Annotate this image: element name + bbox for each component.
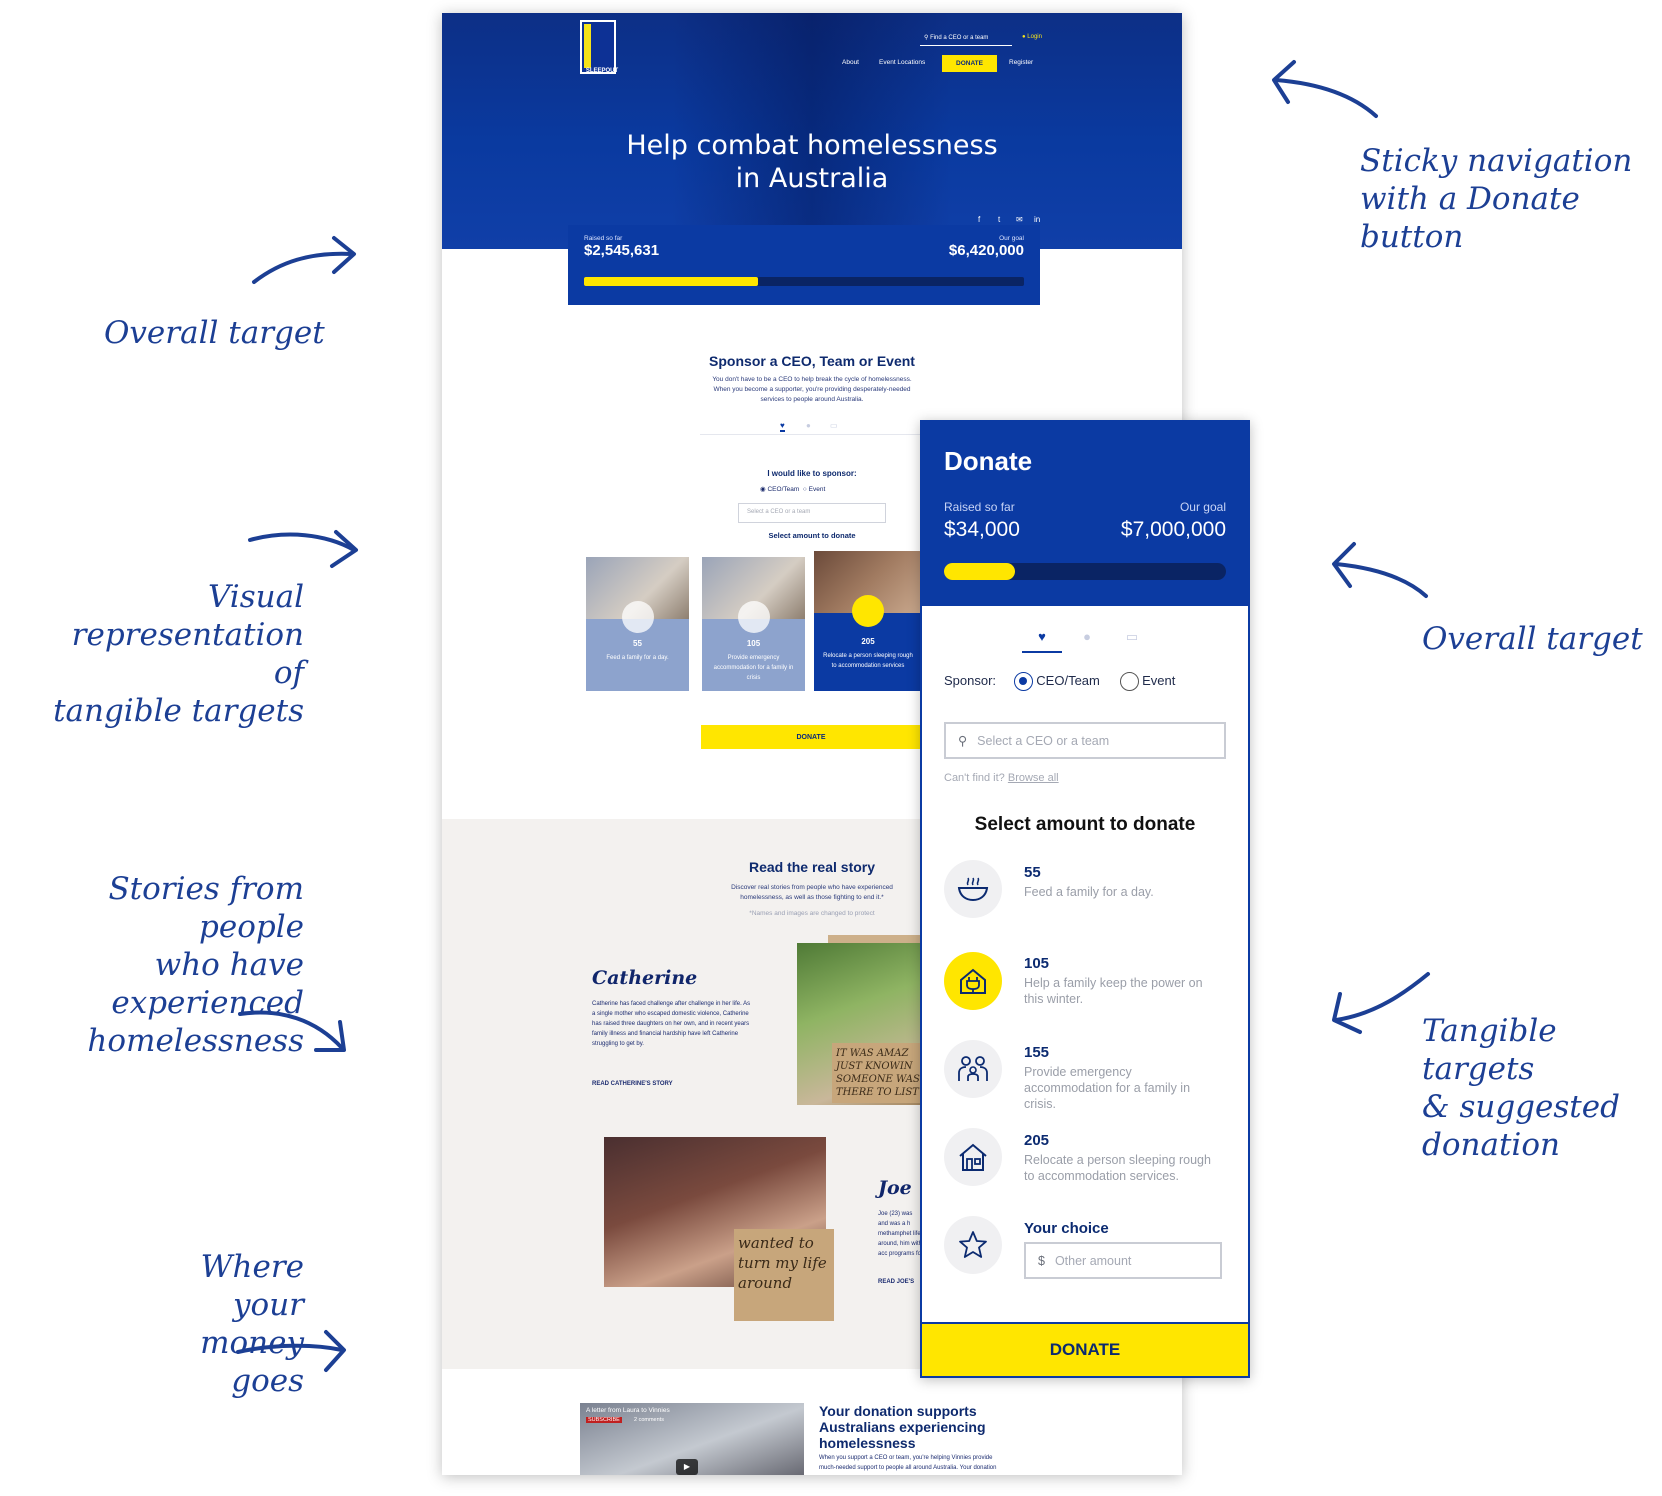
nav-event-locations[interactable]: Event Locations <box>879 59 926 66</box>
house-icon <box>944 1128 1002 1186</box>
hero-section: SLEEPOUT ⚲ Find a CEO or a team ● Login … <box>442 13 1182 249</box>
website-mockup: SLEEPOUT ⚲ Find a CEO or a team ● Login … <box>442 13 1182 1475</box>
user-icon[interactable]: ● <box>1083 629 1091 644</box>
family-icon <box>944 1040 1002 1098</box>
catherine-name: Catherine <box>592 967 698 989</box>
annotation-overall-target-left: Overall target <box>104 315 325 351</box>
arrow-where-money-goes <box>234 1326 349 1380</box>
house-icon <box>852 595 884 627</box>
header-search-input[interactable]: ⚲ Find a CEO or a team <box>920 34 1012 46</box>
annotation-tangible-targets: Tangible targets & suggested donation <box>1422 1013 1620 1163</box>
arrow-tangible-targets <box>1326 968 1436 1038</box>
read-catherine-link[interactable]: READ CATHERINE'S STORY <box>592 1081 673 1087</box>
house-plug-icon <box>944 952 1002 1010</box>
donate-widget-header: Donate Raised so far Our goal $34,000 $7… <box>922 422 1248 606</box>
read-joe-link[interactable]: READ JOE'S <box>878 1279 915 1285</box>
donate-widget: Donate Raised so far Our goal $34,000 $7… <box>920 420 1250 1378</box>
arrow-overall-target-left <box>250 232 360 292</box>
select-amount-label: Select amount to donate <box>768 531 856 540</box>
amount-tile-205[interactable]: 205 Relocate a person sleeping rough to … <box>814 551 922 691</box>
sponsor-donate-button[interactable]: DONATE <box>701 725 921 749</box>
browse-all-link[interactable]: Browse all <box>1007 772 1059 784</box>
widget-goal-amount: $7,000,000 <box>1120 518 1226 541</box>
hero-background-image <box>672 13 952 249</box>
sponsor-description: You don't have to be a CEO to help break… <box>712 376 912 403</box>
card-icon[interactable]: ▭ <box>830 421 838 430</box>
overall-progress-fill <box>584 277 759 286</box>
annotation-where-money-goes: Where your money goes <box>200 1249 304 1399</box>
bowl-icon <box>944 860 1002 918</box>
video-thumbnail[interactable]: A letter from Laura to Vinnies SUBSCRIBE… <box>580 1403 804 1475</box>
widget-select-amount-title: Select amount to donate <box>974 814 1196 835</box>
cant-find-text: Can't find it? Browse all <box>944 772 1059 784</box>
your-choice-label: Your choice <box>1024 1220 1109 1237</box>
stories-description: Discover real stories from people who ha… <box>731 884 893 917</box>
heart-icon[interactable]: ♥ <box>780 421 785 432</box>
arrow-visual-representation <box>246 526 361 576</box>
stories-title: Read the real story <box>748 859 876 875</box>
widget-progress-fill <box>944 563 1015 580</box>
widget-progress-bar <box>944 563 1226 580</box>
star-icon <box>944 1216 1002 1274</box>
hero-title: Help combat homelessness in Australia <box>626 130 998 194</box>
annotation-overall-target-right: Overall target <box>1422 621 1643 657</box>
widget-step-tabs: ♥ ● ▭ <box>1022 629 1152 653</box>
user-icon: ● <box>1022 34 1028 40</box>
nav-donate-button[interactable]: DONATE <box>942 55 997 72</box>
joe-sign: wanted to turn my life around <box>734 1229 834 1321</box>
ceo-team-radio[interactable]: CEO/Team <box>1013 672 1100 691</box>
amount-tile-55[interactable]: 55 Feed a family for a day. <box>586 557 689 691</box>
event-radio[interactable]: Event <box>1119 672 1175 691</box>
widget-donate-button[interactable]: DONATE <box>922 1322 1248 1376</box>
email-icon[interactable]: ✉ <box>1016 215 1023 224</box>
bowl-icon <box>622 601 654 633</box>
supports-text: When you support a CEO or team, you're h… <box>819 1455 997 1471</box>
overall-progress-card: Raised so far $2,545,631 Our goal $6,420… <box>568 225 1040 305</box>
widget-raised-amount: $34,000 <box>944 518 1020 541</box>
ceo-search-input[interactable]: ⚲Select a CEO or a team <box>944 722 1226 759</box>
arrow-sticky-navigation <box>1266 58 1386 122</box>
sponsor-title: Sponsor a CEO, Team or Event <box>709 353 915 369</box>
nav-about[interactable]: About <box>842 59 859 66</box>
joe-text: Joe (23) was and was a h methamphet life… <box>878 1211 923 1257</box>
search-icon: ⚲ <box>958 734 968 748</box>
raised-amount: $2,545,631 <box>584 242 660 259</box>
would-like-label: I would like to sponsor: <box>767 469 857 478</box>
sponsor-type-row: Sponsor: CEO/Team Event <box>944 672 1244 691</box>
sponsor-select-input[interactable]: Select a CEO or a team <box>738 503 886 523</box>
supports-title: Your donation supports Australians exper… <box>819 1403 986 1451</box>
play-icon[interactable]: ▶ <box>676 1459 698 1475</box>
other-amount-input[interactable]: $ Other amount <box>1024 1242 1222 1279</box>
heart-icon[interactable]: ♥ <box>1022 629 1062 653</box>
annotation-sticky-navigation: Sticky navigation with a Donate button <box>1360 143 1633 255</box>
twitter-icon[interactable]: t <box>998 215 1001 224</box>
search-icon: ⚲ <box>924 35 931 41</box>
sponsor-type-radio[interactable]: ◉ CEO/Team ○ Event <box>760 486 826 493</box>
joe-name: Joe <box>878 1177 912 1199</box>
catherine-text: Catherine has faced challenge after chal… <box>592 1001 751 1047</box>
annotation-visual-representation: Visual representation of tangible target… <box>53 579 304 729</box>
sponsor-step-tabs: ♥ ● ▭ <box>700 421 922 435</box>
user-icon[interactable]: ● <box>806 421 811 430</box>
sleepout-logo[interactable]: SLEEPOUT <box>580 20 618 74</box>
linkedin-icon[interactable]: in <box>1034 215 1041 224</box>
arrow-overall-target-right <box>1326 534 1436 604</box>
subscribe-button[interactable]: SUBSCRIBE <box>586 1417 622 1423</box>
family-icon <box>738 601 770 633</box>
login-link[interactable]: ● Login <box>1022 34 1042 40</box>
annotation-stories: Stories from people who have experienced… <box>87 871 304 1059</box>
nav-register[interactable]: Register <box>1009 59 1034 66</box>
facebook-icon[interactable]: f <box>978 215 981 224</box>
overall-progress-bar <box>584 277 1024 286</box>
goal-amount: $6,420,000 <box>948 242 1024 259</box>
catherine-sign: IT WAS AMAZ JUST KNOWIN SOMEONE WAS THER… <box>832 1043 928 1103</box>
amount-tile-105[interactable]: 105 Provide emergency accommodation for … <box>702 557 805 691</box>
donate-widget-title: Donate <box>944 446 1033 476</box>
card-icon[interactable]: ▭ <box>1125 629 1139 644</box>
arrow-stories <box>236 1004 351 1064</box>
